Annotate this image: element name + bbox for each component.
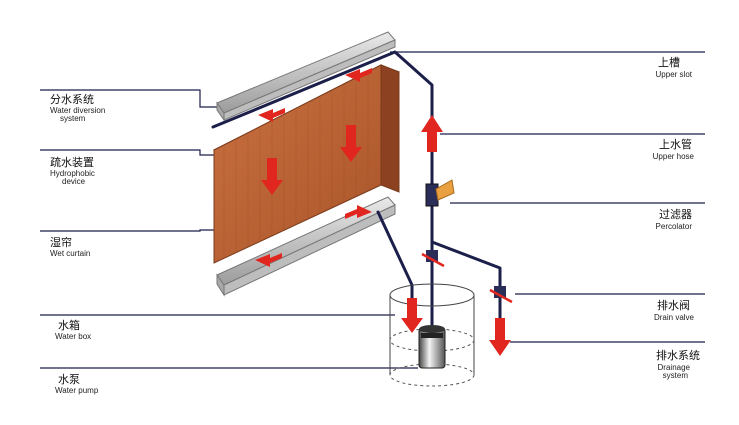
upper-hose-valve [421,250,445,268]
label-water-pump-cn: 水泵 [58,373,80,386]
left-leader-lines [40,89,418,369]
arrow-down-icon [261,158,283,195]
water-box [389,283,475,387]
label-hydrophobic-en-2: device [62,177,86,186]
percolator-filter [425,179,455,207]
label-water-pump-en: Water pump [55,386,99,395]
label-water-diversion-en-2: system [60,114,86,123]
water-pump [418,325,446,369]
label-water-box-cn: 水箱 [58,318,80,332]
arrow-down-icon [489,318,511,356]
upper-slot-trough [216,31,396,122]
arrow-right-icon [345,205,372,219]
arrow-left-icon [345,68,372,82]
label-hydrophobic-en: Hydrophobic [50,169,95,178]
label-water-diversion-en: Water diversion [50,106,105,115]
label-upper-hose-cn: 上水管 [659,137,692,151]
flow-arrows [255,68,511,356]
arrow-down-icon [401,298,423,333]
label-upper-slot-en: Upper slot [656,70,693,79]
label-upper-hose-en: Upper hose [653,152,695,161]
label-drainage-en: Drainage [658,363,691,372]
label-percolator-en: Percolator [656,222,693,231]
label-drainage-cn: 排水系统 [656,348,700,362]
label-wet-curtain-en: Wet curtain [50,249,90,258]
label-water-box-en: Water box [55,332,91,341]
label-wet-curtain-cn: 湿帘 [50,235,72,249]
right-leader-lines [390,51,705,343]
label-drain-valve-cn: 排水阀 [657,298,690,312]
label-drain-valve-en: Drain valve [654,313,695,322]
right-labels: 上槽 Upper slot 上水管 Upper hose 过滤器 Percola… [653,56,700,380]
arrow-left-icon [255,253,282,267]
arrow-left-icon [258,108,285,122]
label-water-diversion-cn: 分水系统 [50,93,94,106]
left-labels: 分水系统 Water diversion system 疏水装置 Hydroph… [50,93,105,395]
arrow-down-icon [340,125,362,162]
arrow-up-icon [421,115,443,152]
drain-valve [489,286,513,304]
label-drainage-en-2: system [663,371,689,380]
label-upper-slot-cn: 上槽 [658,56,680,69]
wet-curtain-pad [212,64,401,264]
label-hydrophobic-cn: 疏水装置 [50,155,94,169]
pipes [376,180,502,332]
label-percolator-cn: 过滤器 [659,208,692,221]
